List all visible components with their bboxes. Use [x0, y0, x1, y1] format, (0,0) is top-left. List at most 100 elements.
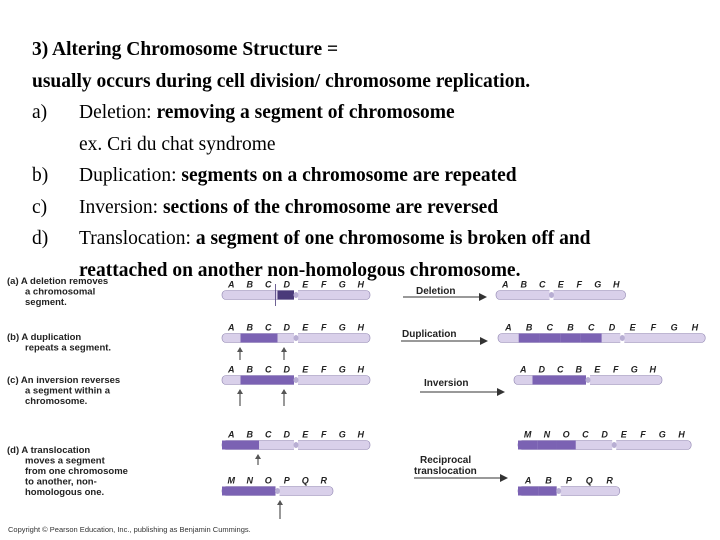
item-marker: b) [32, 165, 49, 186]
gene-label: G [671, 323, 678, 333]
panel-caption: from one chromosome [25, 466, 128, 477]
gene-label: G [339, 365, 346, 375]
gene-label: M [228, 476, 236, 486]
item-continuation: reattached on another non-homologous chr… [79, 259, 521, 281]
centromere-knob [293, 292, 299, 298]
gene-label: F [321, 323, 327, 333]
panel-caption: (c) An inversion reverses [7, 375, 120, 386]
gene-label: C [539, 280, 546, 290]
panel-caption: to another, non- [25, 477, 97, 488]
gene-label: C [582, 430, 589, 440]
centromere-knob [585, 377, 591, 383]
gene-label: H [613, 280, 620, 290]
chromosome-segment-highlight [556, 440, 576, 450]
inversion-arrow-right-head [281, 389, 287, 394]
gene-label: E [621, 430, 628, 440]
centromere-knob [549, 292, 554, 298]
chromosome-segment-highlight [539, 333, 561, 343]
slide-heading: 3) Altering Chromosome Structure = [32, 39, 339, 60]
panel-caption: (d) A translocation [7, 445, 90, 456]
gene-label: B [526, 323, 533, 333]
gene-label: N [544, 430, 551, 440]
item-term: Duplication: [79, 165, 177, 186]
slide-subheading: usually occurs during cell division/ chr… [32, 70, 531, 92]
duplication-arrow-left-head [237, 347, 243, 352]
chromosome-segment-highlight [259, 486, 278, 496]
gene-label: H [358, 280, 365, 290]
gene-label: E [302, 365, 309, 375]
gene-label: E [302, 323, 309, 333]
item-term: Translocation: [79, 228, 191, 249]
gene-label: G [339, 323, 346, 333]
item-marker: a) [32, 102, 48, 123]
chromosome-segment-highlight [518, 486, 539, 496]
panel-caption: a segment within a [25, 386, 111, 397]
gene-label: N [247, 476, 254, 486]
centromere-knob [293, 335, 299, 341]
gene-label: D [284, 323, 291, 333]
gene-label: B [545, 476, 552, 486]
gene-label: D [284, 430, 291, 440]
gene-label: Q [586, 476, 593, 486]
gene-label: F [321, 430, 327, 440]
panel-caption: repeats a segment. [25, 343, 111, 354]
gene-label: F [613, 365, 619, 375]
gene-label: A [227, 280, 235, 290]
chromosome-segment-highlight [277, 290, 296, 300]
gene-label: O [563, 430, 570, 440]
gene-label: C [557, 365, 564, 375]
gene-label: G [659, 430, 666, 440]
gene-label: B [576, 365, 583, 375]
gene-label: A [227, 323, 235, 333]
gene-label: O [265, 476, 272, 486]
panel-caption: chromosome. [25, 396, 87, 407]
gene-label: C [265, 365, 272, 375]
gene-label: F [577, 280, 583, 290]
process-label-deletion: Deletion [416, 286, 455, 297]
panel-caption: moves a segment [25, 456, 106, 467]
centromere-knob [556, 488, 562, 494]
item-marker: c) [32, 196, 48, 218]
item-definition: removing a segment of chromosome [151, 102, 455, 123]
gene-label: H [650, 365, 657, 375]
gene-label: F [321, 280, 327, 290]
gene-label: C [265, 280, 272, 290]
gene-label: G [339, 430, 346, 440]
duplication-arrow-right-head [281, 347, 287, 352]
chromosome-segment-highlight [580, 333, 602, 343]
gene-label: E [630, 323, 637, 333]
gene-label: H [358, 323, 365, 333]
chromosome-segment-highlight [518, 440, 538, 450]
panel-caption: segment. [25, 297, 67, 308]
gene-label: F [640, 430, 646, 440]
list-item-deletion: a) Deletion: removing a segment of chrom… [32, 97, 718, 129]
item-term: Deletion: [79, 102, 152, 123]
process-label-duplication: Duplication [402, 329, 456, 340]
gene-label: C [265, 323, 272, 333]
gene-label: D [284, 280, 291, 290]
chromosome-segment-highlight [240, 333, 259, 343]
chromosome-segment-highlight [222, 440, 241, 450]
list-item-duplication: b) Duplication: segments on a chromosome… [32, 160, 718, 192]
chromosome-segment-highlight [551, 375, 570, 385]
process-arrow-duplication-head [480, 337, 488, 345]
centromere-knob [611, 442, 617, 448]
gene-label: A [519, 365, 527, 375]
gene-label: B [247, 430, 254, 440]
gene-label: H [692, 323, 699, 333]
translocation-arrow-top-head [255, 454, 261, 459]
process-label-inversion: Inversion [424, 378, 468, 389]
gene-label: F [651, 323, 657, 333]
chromosome-segment-highlight [222, 486, 241, 496]
gene-label: D [609, 323, 616, 333]
gene-label: H [358, 430, 365, 440]
process-arrow-translocation-head [500, 474, 508, 482]
chromosome-segment-highlight [560, 333, 581, 343]
slide-text: 3) Altering Chromosome Structure = usual… [32, 34, 718, 286]
gene-label: B [247, 323, 254, 333]
chromosome-segment-highlight [532, 375, 551, 385]
item-definition: a segment of one chromosome is broken of… [190, 228, 591, 249]
copyright-text: Copyright © Pearson Education, Inc., pub… [8, 525, 251, 534]
centromere-knob [293, 442, 299, 448]
translocation-arrow-bottom-head [277, 500, 283, 505]
